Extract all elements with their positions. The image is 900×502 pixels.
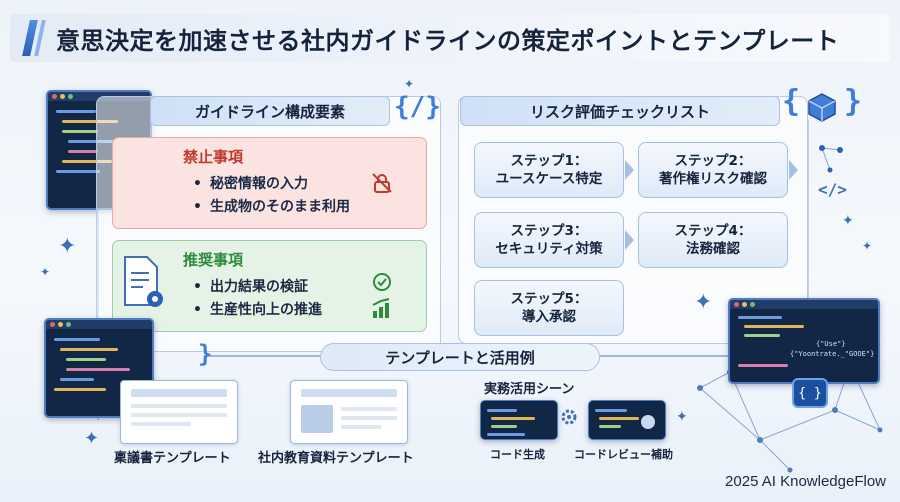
braces-badge-icon: { } bbox=[792, 378, 828, 408]
approval-template-doc bbox=[120, 380, 238, 444]
approval-template-label: 稟議書テンプレート bbox=[114, 451, 231, 466]
risk-step-4: ステップ4： 法務確認 bbox=[638, 212, 788, 268]
code-review-screen bbox=[588, 400, 666, 440]
code-generation-label: コード生成 bbox=[490, 448, 545, 461]
prohibited-title: 禁止事項 bbox=[183, 148, 244, 166]
step-label: ステップ4： bbox=[674, 222, 752, 239]
step-desc: 導入承認 bbox=[522, 309, 576, 325]
step-arrow bbox=[625, 160, 634, 180]
prohibited-item: 生成物のそのまま利用 bbox=[193, 196, 414, 216]
guideline-header: ガイドライン構成要素 bbox=[150, 96, 390, 126]
sparkle-icon: ✦ bbox=[404, 77, 415, 91]
step-label: ステップ1： bbox=[510, 152, 588, 169]
code-snippet-line: {"Use"} bbox=[816, 340, 846, 348]
risk-step-5: ステップ5： 導入承認 bbox=[474, 280, 624, 336]
step-label: ステップ5： bbox=[510, 290, 588, 307]
step-arrow bbox=[789, 160, 798, 180]
sparkle-icon: ✦ bbox=[40, 265, 51, 279]
scenes-title: 実務活用シーン bbox=[484, 382, 575, 397]
risk-step-1: ステップ1： ユースケース特定 bbox=[474, 142, 624, 198]
sparkle-icon: ✦ bbox=[862, 239, 873, 253]
code-window-bottom-left bbox=[44, 318, 154, 418]
check-circle-icon bbox=[373, 273, 391, 291]
document-gear-icon bbox=[124, 256, 163, 307]
code-tag-icon: </> bbox=[818, 180, 847, 199]
page-title: 意思決定を加速させる社内ガイドラインの策定ポイントとテンプレート bbox=[56, 27, 840, 55]
title-banner: 意思決定を加速させる社内ガイドラインの策定ポイントとテンプレート bbox=[10, 14, 890, 62]
prohibited-item: 秘密情報の入力 bbox=[193, 173, 414, 193]
footer-credit: 2025 AI KnowledgeFlow bbox=[725, 473, 886, 490]
step-desc: ユースケース特定 bbox=[495, 171, 603, 187]
lock-icon bbox=[372, 173, 392, 193]
risk-step-2: ステップ2： 著作権リスク確認 bbox=[638, 142, 788, 198]
slash-brace-icon: {/} bbox=[394, 92, 441, 122]
step-desc: 著作権リスク確認 bbox=[659, 171, 767, 187]
code-generation-screen bbox=[480, 400, 558, 440]
training-template-doc bbox=[290, 380, 408, 444]
recommended-item: 生産性向上の推進 bbox=[193, 299, 414, 319]
code-review-label: コードレビュー補助 bbox=[574, 448, 673, 461]
recommended-title: 推奨事項 bbox=[183, 251, 244, 269]
step-desc: セキュリティ対策 bbox=[495, 241, 603, 257]
sparkle-icon: ✦ bbox=[58, 234, 77, 259]
templates-header: テンプレートと活用例 bbox=[320, 343, 600, 371]
sparkle-icon: ✦ bbox=[676, 409, 688, 425]
step-arrow bbox=[625, 230, 634, 250]
cube-icon bbox=[808, 93, 836, 122]
sparkle-icon: ✦ bbox=[842, 213, 854, 229]
cube-brace-icon-right: } bbox=[844, 84, 863, 119]
sparkle-icon: ✦ bbox=[84, 428, 100, 449]
risk-step-3: ステップ3： セキュリティ対策 bbox=[474, 212, 624, 268]
step-desc: 法務確認 bbox=[686, 241, 740, 257]
sparkle-icon: ✦ bbox=[694, 290, 713, 315]
gear-icon bbox=[561, 409, 577, 425]
code-snippet-line: {"Yoontrate._"GOOE"} } bbox=[790, 350, 880, 358]
closing-brace-icon: } bbox=[198, 340, 213, 368]
prohibited-box: 禁止事項 秘密情報の入力 生成物のそのまま利用 bbox=[112, 137, 427, 229]
cube-brace-icon: { bbox=[782, 84, 801, 119]
reviewer-avatar bbox=[641, 415, 655, 429]
training-template-label: 社内教育資料テンプレート bbox=[258, 451, 414, 466]
risk-header: リスク評価チェックリスト bbox=[460, 96, 780, 126]
recommended-item: 出力結果の検証 bbox=[193, 276, 414, 296]
growth-chart-icon bbox=[372, 298, 390, 318]
code-window-right: {"Use"} {"Yoontrate._"GOOE"} } bbox=[728, 298, 880, 384]
recommended-box: 推奨事項 出力結果の検証 生産性向上の推進 bbox=[112, 240, 427, 332]
step-label: ステップ3： bbox=[510, 222, 588, 239]
step-label: ステップ2： bbox=[674, 152, 752, 169]
